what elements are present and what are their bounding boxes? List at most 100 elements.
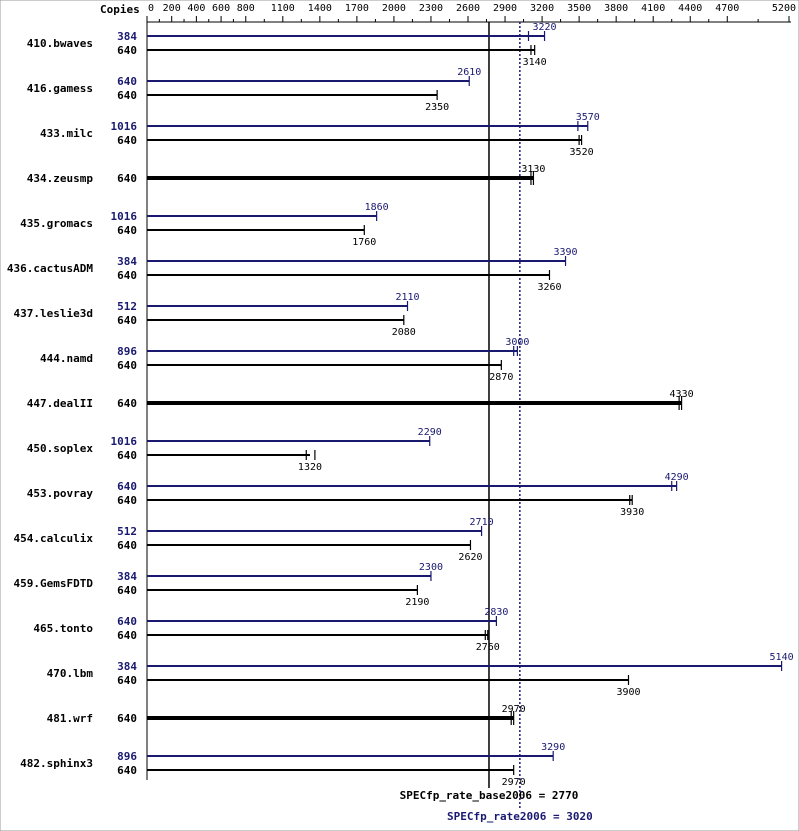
benchmark-name: 436.cactusADM (7, 262, 93, 275)
peak-copies-label: 1016 (111, 435, 138, 448)
base-value-label: 1760 (352, 237, 376, 248)
base-copies-label: 640 (117, 89, 137, 102)
x-tick-label: 0 (148, 3, 154, 14)
peak-value-label: 2830 (484, 607, 508, 618)
x-tick-label: 600 (212, 3, 230, 14)
x-tick-label: 3500 (567, 3, 591, 14)
base-value-label: 3260 (537, 282, 561, 293)
peak-value-label: 2710 (470, 517, 494, 528)
peak-value-label: 2610 (457, 67, 481, 78)
base-value-label: 2350 (425, 102, 449, 113)
base-value-label: 3520 (570, 147, 594, 158)
base-copies-label: 640 (117, 269, 137, 282)
benchmark-name: 433.milc (40, 127, 93, 140)
base-copies-label: 640 (117, 134, 137, 147)
x-tick-label: 2900 (493, 3, 517, 14)
base-copies-label: 640 (117, 584, 137, 597)
benchmark-name: 410.bwaves (27, 37, 93, 50)
base-copies-label: 640 (117, 764, 137, 777)
peak-value-label: 4290 (665, 472, 689, 483)
x-tick-label: 1700 (345, 3, 369, 14)
x-tick-label: 2600 (456, 3, 480, 14)
x-tick-label: 1100 (271, 3, 295, 14)
benchmark-name: 444.namd (40, 352, 93, 365)
peak-value-label: 3570 (576, 112, 600, 123)
peak-copies-label: 640 (117, 75, 137, 88)
x-tick-label: 4400 (678, 3, 702, 14)
base-copies-label: 640 (117, 674, 137, 687)
peak-copies-label: 1016 (111, 210, 138, 223)
base-copies-label: 640 (117, 359, 137, 372)
x-tick-label: 200 (163, 3, 181, 14)
peak-copies-label: 384 (117, 570, 137, 583)
x-tick-label: 5200 (772, 3, 796, 14)
base-copies-label: 640 (117, 224, 137, 237)
benchmark-name: 434.zeusmp (27, 172, 94, 185)
base-value-label: 2080 (392, 327, 416, 338)
benchmark-name: 459.GemsFDTD (14, 577, 94, 590)
base-value-label: 2970 (502, 777, 526, 788)
benchmark-name: 416.gamess (27, 82, 93, 95)
benchmark-name: 465.tonto (33, 622, 93, 635)
peak-copies-label: 384 (117, 660, 137, 673)
benchmark-name: 447.dealII (27, 397, 93, 410)
peak-copies-label: 640 (117, 480, 137, 493)
x-tick-label: 400 (187, 3, 205, 14)
benchmark-name: 470.lbm (47, 667, 94, 680)
x-tick-label: 3200 (530, 3, 554, 14)
base-value-label: 2190 (405, 597, 429, 608)
base-value-label: 2870 (489, 372, 513, 383)
peak-copies-label: 512 (117, 525, 137, 538)
base-copies-label: 640 (117, 314, 137, 327)
peak-copies-label: 896 (117, 750, 137, 763)
base-value-label: 2970 (502, 704, 526, 715)
peak-value-label: 3000 (505, 337, 529, 348)
base-value-label: 4330 (670, 389, 694, 400)
peak-copies-label: 896 (117, 345, 137, 358)
peak-copies-label: 384 (117, 30, 137, 43)
benchmark-name: 450.soplex (27, 442, 94, 455)
peak-copies-label: 1016 (111, 120, 138, 133)
base-value-label: 3900 (616, 687, 640, 698)
base-value-label: 3930 (620, 507, 644, 518)
peak-value-label: 2110 (395, 292, 419, 303)
x-tick-label: 4100 (641, 3, 665, 14)
peak-value-label: 2290 (418, 427, 442, 438)
benchmark-name: 482.sphinx3 (20, 757, 93, 770)
peak-value-label: 3290 (541, 742, 565, 753)
base-value-label: 3140 (523, 57, 547, 68)
x-tick-label: 3800 (604, 3, 628, 14)
benchmark-name: 437.leslie3d (14, 307, 93, 320)
base-copies-label: 640 (117, 629, 137, 642)
x-tick-label: 4700 (715, 3, 739, 14)
peak-value-label: 2300 (419, 562, 443, 573)
copies-axis-label: Copies (100, 3, 140, 16)
peak-copies-label: 640 (117, 615, 137, 628)
peak-value-label: 3220 (532, 22, 556, 33)
peak-value-label: 5140 (770, 652, 794, 663)
base-value-label: 2620 (458, 552, 482, 563)
peak-copies-label: 512 (117, 300, 137, 313)
base-copies-label: 640 (117, 172, 137, 185)
x-tick-label: 2300 (419, 3, 443, 14)
base-reference-label: SPECfp_rate_base2006 = 2770 (400, 789, 579, 802)
benchmark-name: 453.povray (27, 487, 94, 500)
base-value-label: 2760 (476, 642, 500, 653)
base-copies-label: 640 (117, 449, 137, 462)
peak-reference-label: SPECfp_rate2006 = 3020 (447, 810, 593, 823)
base-value-label: 1320 (298, 462, 322, 473)
benchmark-name: 481.wrf (47, 712, 93, 725)
benchmark-name: 435.gromacs (20, 217, 93, 230)
base-copies-label: 640 (117, 712, 137, 725)
peak-copies-label: 384 (117, 255, 137, 268)
base-copies-label: 640 (117, 44, 137, 57)
peak-value-label: 1860 (365, 202, 389, 213)
base-copies-label: 640 (117, 397, 137, 410)
base-copies-label: 640 (117, 539, 137, 552)
peak-value-label: 3390 (553, 247, 577, 258)
base-copies-label: 640 (117, 494, 137, 507)
benchmark-name: 454.calculix (14, 532, 94, 545)
x-tick-label: 800 (237, 3, 255, 14)
